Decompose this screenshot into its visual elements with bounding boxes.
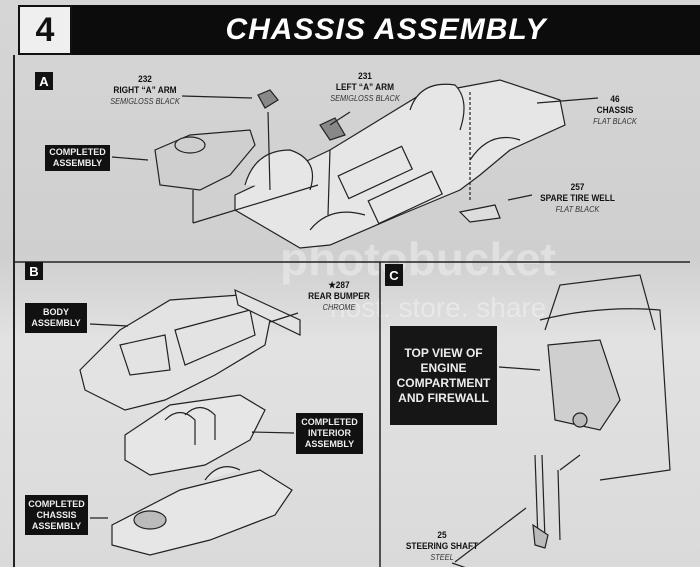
interior-drawing <box>124 394 266 476</box>
section-c-label: C <box>385 264 403 286</box>
spare-tire-well-drawing <box>458 204 501 223</box>
completed-chassis-box: COMPLETED CHASSIS ASSEMBLY <box>25 495 88 535</box>
part-number: 232 <box>138 74 152 84</box>
section-b-label: B <box>25 262 43 280</box>
rear-bumper-callout: ★287 REAR BUMPER CHROME <box>301 280 376 313</box>
step-number: 4 <box>18 5 72 55</box>
part-finish: STEEL <box>430 553 454 562</box>
part-finish: CHROME <box>322 303 356 312</box>
section-a-label: A <box>35 72 53 90</box>
part-finish: SEMIGLOSS BLACK <box>330 94 400 103</box>
part-number: 231 <box>358 71 372 81</box>
rear-bumper-drawing <box>234 288 301 336</box>
part-finish: SEMIGLOSS BLACK <box>110 97 180 106</box>
part-number: 46 <box>610 94 620 104</box>
right-a-arm-drawing <box>257 89 279 109</box>
part-name: SPARE TIRE WELL <box>540 193 615 203</box>
completed-assembly-box: COMPLETED ASSEMBLY <box>45 145 110 171</box>
part-finish: FLAT BLACK <box>555 205 600 214</box>
part-number: 257 <box>570 182 585 192</box>
part-name: STEERING SHAFT <box>405 541 479 551</box>
body-drawing <box>79 294 271 411</box>
part-number: 25 <box>437 530 447 540</box>
part-finish: FLAT BLACK <box>593 117 637 126</box>
chassis-drawing <box>234 79 566 249</box>
completed-interior-box: COMPLETED INTERIOR ASSEMBLY <box>296 413 363 454</box>
part-name: REAR BUMPER <box>308 291 370 301</box>
body-assembly-box: BODY ASSEMBLY <box>25 303 87 333</box>
part-name: RIGHT “A” ARM <box>113 85 177 95</box>
part-name: CHASSIS <box>596 105 634 115</box>
top-view-box: TOP VIEW OF ENGINE COMPARTMENT AND FIREW… <box>390 326 497 425</box>
engine-compartment-drawing <box>532 274 671 549</box>
left-a-arm-drawing <box>319 117 346 141</box>
right-a-arm-callout: 232 RIGHT “A” ARM SEMIGLOSS BLACK <box>104 74 187 107</box>
part-number: ★287 <box>328 280 350 290</box>
chassis-callout: 46 CHASSIS FLAT BLACK <box>583 94 647 127</box>
spare-tire-well-callout: 257 SPARE TIRE WELL FLAT BLACK <box>534 182 621 215</box>
watermark-tagline: host. store. share. <box>330 292 555 323</box>
engine-drawing <box>154 129 256 191</box>
left-a-arm-callout: 231 LEFT “A” ARM SEMIGLOSS BLACK <box>324 71 407 104</box>
part-name: LEFT “A” ARM <box>335 82 395 92</box>
page-title: CHASSIS ASSEMBLY <box>72 5 700 55</box>
completed-chassis-drawing <box>111 466 293 556</box>
steering-shaft-callout: 25 STEERING SHAFT STEEL <box>402 530 483 563</box>
